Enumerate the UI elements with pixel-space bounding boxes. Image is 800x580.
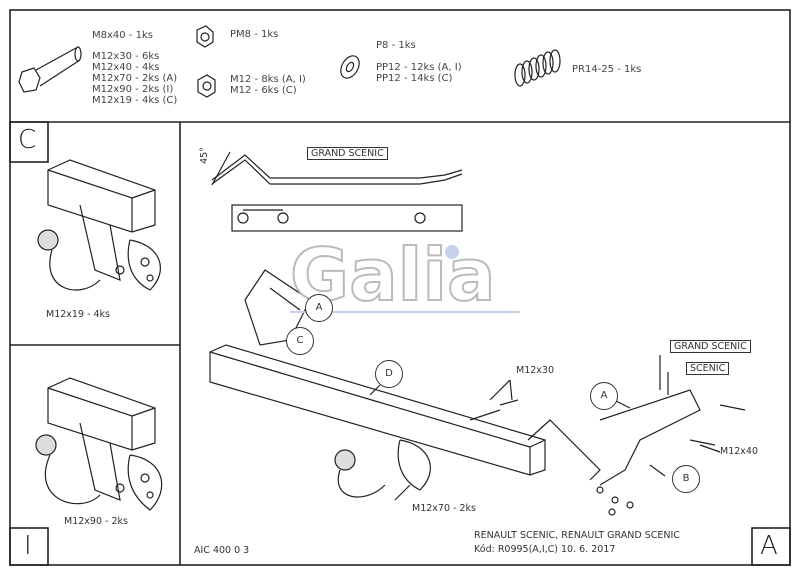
panel-letter-i: I (24, 531, 32, 561)
bolt-m12x40: M12x40 - 4ks (92, 62, 160, 73)
nut-label-a-i: M12 - 8ks (A, I) (230, 74, 306, 85)
bolt-m12x19: M12x19 - 4ks (C) (92, 95, 178, 106)
callout-a-left: A (305, 294, 333, 322)
vehicle-label: RENAULT SCENIC, RENAULT GRAND SCENIC (474, 530, 680, 541)
bolt-m12x70: M12x70 - 2ks (A) (92, 73, 178, 84)
lock-nut-label: PM8 - 1ks (230, 29, 279, 40)
grand-scenic-right-label: GRAND SCENIC (670, 340, 751, 353)
washer-p8: P8 - 1ks (376, 40, 416, 51)
callout-d: D (375, 360, 403, 388)
bolt-icon (18, 46, 82, 93)
panel-letter-a: A (760, 531, 778, 561)
lock-nut-icon (196, 25, 214, 48)
washer-pp12-c: PP12 - 14ks (C) (376, 73, 453, 84)
callout-c: C (286, 327, 314, 355)
panel-c-drawing (37, 159, 161, 291)
grand-scenic-top-label: GRAND SCENIC (307, 147, 388, 160)
washer-icon (340, 55, 360, 79)
panel-c-bolt-label: M12x19 - 4ks (46, 309, 110, 320)
callout-a-right: A (590, 382, 618, 410)
outer-frame (9, 9, 791, 566)
spring-icon (514, 49, 561, 87)
scenic-right-label: SCENIC (686, 362, 730, 375)
m12x40-label: M12x40 (720, 446, 758, 457)
washer-pp12-a-i: PP12 - 12ks (A, I) (376, 62, 462, 73)
code-date-label: Kód: R0995(A,I,C) 10. 6. 2017 (474, 544, 616, 555)
drawing-number: AIC 400 0 3 (194, 545, 250, 556)
panel-letter-c: C (18, 125, 37, 155)
bolt-m8x40: M8x40 - 1ks (92, 30, 153, 41)
angle-label: 45° (198, 147, 210, 164)
callout-b: B (672, 465, 700, 493)
nut-icon (197, 74, 216, 98)
bolt-m12x90: M12x90 - 2ks (I) (92, 84, 174, 95)
panel-i-drawing (35, 377, 163, 511)
main-towbar-drawing (209, 151, 746, 516)
panel-i-bolt-label: M12x90 - 2ks (64, 516, 128, 527)
m12x70-label: M12x70 - 2ks (412, 503, 476, 514)
nut-label-c: M12 - 6ks (C) (230, 85, 297, 96)
bolt-m12x30: M12x30 - 6ks (92, 51, 160, 62)
m12x30-label: M12x30 (516, 365, 554, 376)
spring-label: PR14-25 - 1ks (572, 64, 642, 75)
